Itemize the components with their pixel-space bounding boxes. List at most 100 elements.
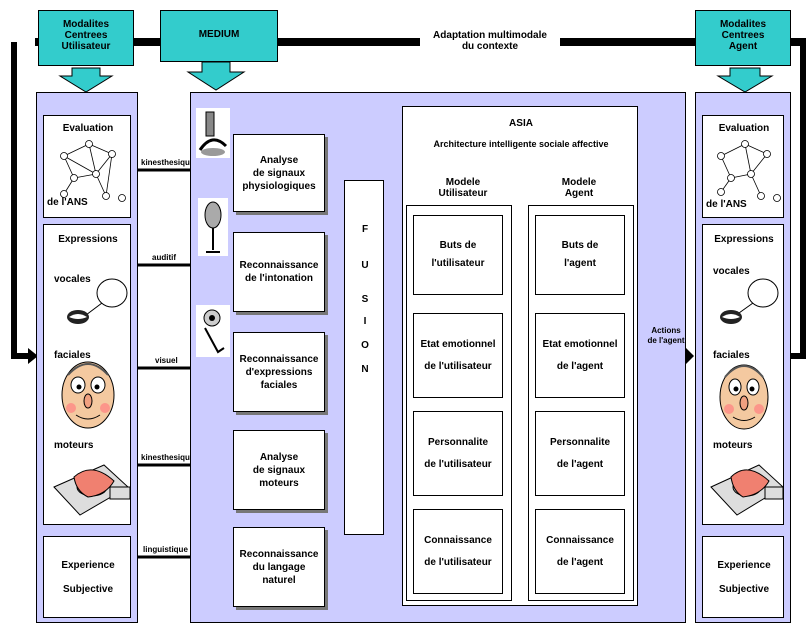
- fusion-letter-f: F: [361, 224, 369, 235]
- hand-mouse-icon: [53, 464, 131, 516]
- right-expressions-box: Expressions vocales faciales moteurs: [702, 224, 784, 525]
- right-vocales: vocales: [713, 266, 750, 277]
- fusion-letter-o: O: [361, 340, 369, 351]
- header-adaptation-line2: du contexte: [461, 41, 519, 52]
- agent-connaissance-line2: de l'agent: [556, 556, 604, 568]
- asia-subtitle: Architecture intelligente sociale affect…: [433, 139, 609, 149]
- user-etat-line1: Etat emotionnel: [420, 338, 496, 350]
- channel-label-1: kinesthesique: [141, 158, 195, 167]
- agent-model-title-line1: Modele: [561, 177, 597, 188]
- mouth-speech-icon: [720, 278, 779, 324]
- channel-label-4: kinesthesique: [141, 453, 195, 462]
- fusion-letter-i: I: [363, 316, 367, 327]
- channel-label-2: auditif: [152, 253, 176, 262]
- left-moteurs: moteurs: [54, 440, 94, 451]
- header-adaptation-line1: Adaptation multimodale: [433, 30, 547, 41]
- user-model-title-line1: Modele: [445, 177, 481, 188]
- right-evaluation-sub: de l'ANS: [706, 199, 747, 210]
- user-buts-line1: Buts de: [439, 240, 477, 251]
- box-expressions-line3: faciales: [260, 379, 298, 391]
- user-connaissance-box: Connaissance de l'utilisateur: [413, 509, 503, 594]
- box-physio-line2: de signaux: [252, 167, 306, 179]
- right-experience-box: Experience Subjective: [702, 536, 784, 618]
- asia-title: ASIA: [509, 118, 533, 129]
- user-model-title-line2: Utilisateur: [438, 188, 488, 199]
- box-moteurs-line2: de signaux: [252, 464, 306, 476]
- header-ma-line3: Agent: [728, 41, 758, 52]
- right-experience-line2: Subjective: [718, 584, 770, 595]
- box-physio-line3: physiologiques: [242, 180, 316, 192]
- user-model-title: Modele Utilisateur: [413, 177, 513, 199]
- box-analyse-physio: Analyse de signaux physiologiques: [233, 134, 325, 212]
- right-moteurs: moteurs: [713, 440, 753, 451]
- header-modalites-agent: Modalites Centrees Agent: [695, 10, 791, 66]
- header-mu-line3: Utilisateur: [61, 41, 111, 52]
- agent-buts-line1: Buts de: [561, 240, 599, 251]
- box-langage-line3: naturel: [262, 574, 296, 586]
- left-experience-line1: Experience: [61, 560, 115, 571]
- user-connaissance-line2: de l'utilisateur: [424, 556, 492, 568]
- agent-connaissance-box: Connaissance de l'agent: [535, 509, 625, 594]
- agent-etat-box: Etat emotionnel de l'agent: [535, 313, 625, 398]
- right-experience-line1: Experience: [717, 560, 771, 571]
- box-expressions-line2: d'expressions: [245, 366, 313, 378]
- left-faciales: faciales: [54, 350, 91, 361]
- left-expressions-box: Expressions vocales faciales moteurs: [43, 224, 131, 525]
- user-buts-line2: l'utilisateur: [431, 258, 485, 269]
- user-personnalite-line2: de l'utilisateur: [424, 458, 492, 470]
- agent-connaissance-line1: Connaissance: [546, 534, 614, 546]
- box-langage-line2: du langage: [252, 561, 306, 573]
- user-buts-box: Buts de l'utilisateur: [413, 215, 503, 295]
- fusion-box: F U S I O N: [344, 180, 384, 535]
- box-moteurs-line3: moteurs: [259, 477, 299, 489]
- box-reco-langage: Reconnaissance du langage naturel: [233, 527, 325, 607]
- fusion-letter-u: U: [361, 260, 369, 271]
- user-etat-line2: de l'utilisateur: [424, 360, 492, 372]
- fusion-letter-s: S: [361, 294, 369, 305]
- box-analyse-moteurs: Analyse de signaux moteurs: [233, 430, 325, 510]
- agent-personnalite-line1: Personnalite: [549, 436, 611, 448]
- header-down-arrows: [58, 61, 774, 93]
- box-moteurs-line1: Analyse: [259, 451, 299, 463]
- right-evaluation-box: Evaluation de l'ANS: [702, 115, 784, 218]
- left-vocales: vocales: [54, 274, 91, 285]
- left-experience-line2: Subjective: [62, 584, 114, 595]
- feedback-line-right: [790, 42, 806, 359]
- box-langage-line1: Reconnaissance: [239, 548, 319, 560]
- hand-mouse-icon: [710, 464, 784, 516]
- actions-label: Actions de l'agent: [640, 326, 692, 346]
- face-icon: [719, 364, 769, 430]
- header-medium-label: MEDIUM: [198, 29, 240, 40]
- box-intonation-line1: Reconnaissance: [239, 260, 319, 271]
- agent-personnalite-box: Personnalite de l'agent: [535, 411, 625, 496]
- agent-personnalite-line2: de l'agent: [556, 458, 604, 470]
- header-ma-line2: Centrees: [721, 30, 765, 41]
- user-personnalite-line1: Personnalite: [427, 436, 489, 448]
- mouth-speech-icon: [67, 278, 128, 324]
- box-reco-expressions: Reconnaissance d'expressions faciales: [233, 332, 325, 412]
- actions-line1: Actions: [651, 326, 681, 335]
- agent-buts-box: Buts de l'agent: [535, 215, 625, 295]
- left-expressions-title: Expressions: [58, 234, 118, 245]
- agent-model-title: Modele Agent: [529, 177, 629, 199]
- header-mu-line2: Centrees: [64, 30, 108, 41]
- channel-label-3: visuel: [155, 356, 178, 365]
- user-connaissance-line1: Connaissance: [424, 534, 492, 546]
- left-evaluation-box: Evaluation de l'ANS: [43, 115, 131, 218]
- right-expressions-title: Expressions: [714, 234, 774, 245]
- agent-etat-line2: de l'agent: [556, 360, 604, 372]
- right-faciales: faciales: [713, 350, 750, 361]
- header-adaptation: Adaptation multimodale du contexte: [420, 30, 560, 52]
- network-icon: [717, 140, 781, 202]
- header-medium: MEDIUM: [160, 10, 278, 62]
- box-expressions-line1: Reconnaissance: [239, 353, 319, 365]
- header-modalites-utilisateur: Modalites Centrees Utilisateur: [38, 10, 134, 66]
- actions-line2: de l'agent: [647, 336, 685, 345]
- agent-buts-line2: l'agent: [564, 258, 596, 269]
- header-ma-line1: Modalites: [719, 19, 767, 30]
- left-experience-box: Experience Subjective: [43, 536, 131, 618]
- fusion-letter-n: N: [361, 364, 369, 375]
- feedback-line-left: [11, 42, 30, 359]
- user-personnalite-box: Personnalite de l'utilisateur: [413, 411, 503, 496]
- agent-model-title-line2: Agent: [564, 188, 594, 199]
